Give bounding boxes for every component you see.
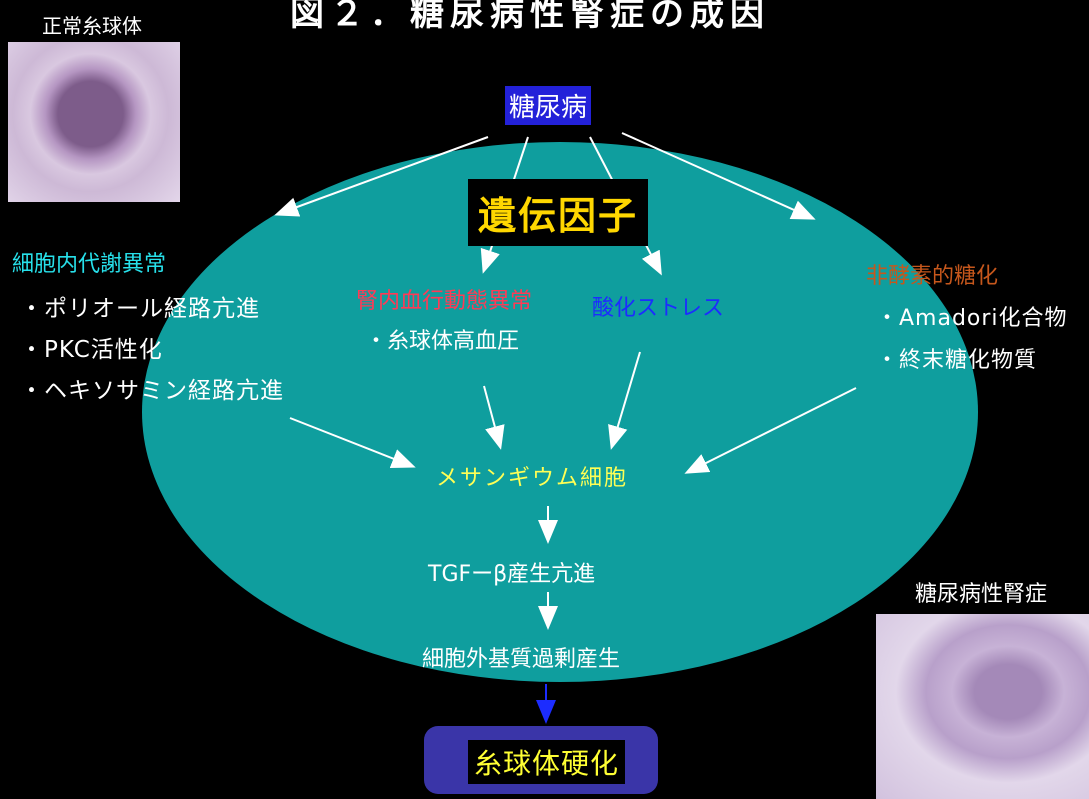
genetic-factor-ellipse (142, 142, 978, 682)
arrow-diabetes-to-glycation (621, 132, 816, 220)
tgf-beta-node: TGFーβ産生亢進 (428, 562, 596, 587)
page-title: 図２．糖尿病性腎症の成因 (290, 0, 770, 34)
arrow-renal-to-mesangial (483, 385, 505, 450)
metabolic-item-polyol: ・ポリオール経路亢進 (20, 296, 260, 322)
arrow-metabolic-to-mesangial (289, 417, 416, 468)
metabolic-item-pkc: ・PKC活性化 (20, 337, 163, 363)
arrow-oxidative-to-mesangial (608, 351, 641, 450)
diabetes-node: 糖尿病 (505, 86, 592, 125)
metabolic-abnormality-heading: 細胞内代謝異常 (12, 252, 167, 277)
glomerulosclerosis-node: 糸球体硬化 (468, 740, 626, 784)
arrow-diabetes-to-metabolic (274, 136, 489, 217)
diabetic-nephropathy-label: 糖尿病性腎症 (915, 582, 1048, 607)
arrow-glycation-to-mesangial (684, 387, 857, 474)
nonenzymatic-glycation-heading: 非酵素的糖化 (866, 264, 999, 289)
glycation-item-amadori: ・Amadori化合物 (876, 306, 1068, 331)
oxidative-stress-heading: 酸化ストレス (592, 296, 725, 321)
ecm-overproduction-node: 細胞外基質過剰産生 (422, 647, 621, 672)
glycation-item-age: ・終末糖化物質 (876, 348, 1038, 373)
normal-glomerulus-image (8, 42, 180, 202)
diabetic-nephropathy-image (876, 614, 1089, 799)
metabolic-item-hexosamine: ・ヘキソサミン経路亢進 (20, 378, 284, 404)
mesangial-cells-node: メサンギウム細胞 (436, 466, 629, 491)
normal-glomerulus-label: 正常糸球体 (42, 14, 142, 38)
renal-hemodynamics-heading: 腎内血行動態異常 (356, 289, 533, 314)
genetic-factors-node: 遺伝因子 (468, 179, 649, 246)
renal-item-glomerular-hypertension: ・糸球体高血圧 (365, 329, 520, 354)
